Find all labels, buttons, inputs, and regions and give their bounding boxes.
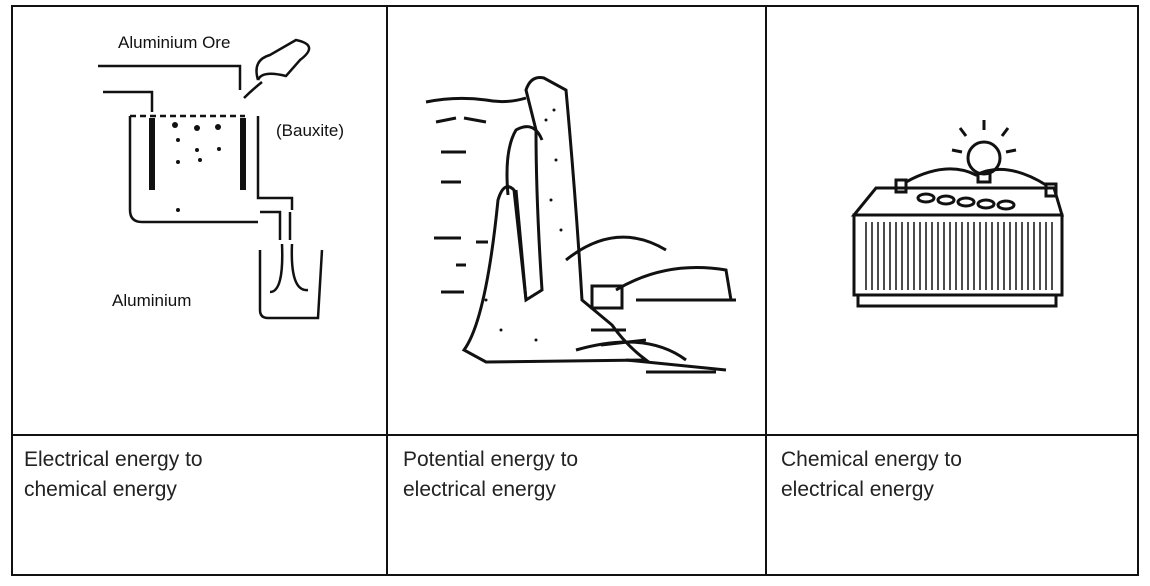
aluminium-ore-label: Aluminium Ore — [118, 33, 230, 52]
caption-line: electrical energy — [781, 478, 934, 501]
caption-chemical-to-electrical: Chemical energy to electrical energy — [781, 445, 962, 505]
caption-line: Potential energy to — [403, 448, 579, 471]
aluminium-label: Aluminium — [112, 291, 191, 310]
caption-line: chemical energy — [24, 478, 177, 501]
caption-line: electrical energy — [403, 478, 556, 501]
bauxite-label: (Bauxite) — [276, 121, 344, 140]
energy-conversion-table — [11, 5, 1139, 576]
caption-line: Chemical energy to — [781, 448, 962, 471]
row-divider — [13, 434, 1137, 436]
electrolysis-illustration: Aluminium Ore (Bauxite) Aluminium — [98, 33, 344, 320]
caption-potential-to-electrical: Potential energy to electrical energy — [403, 445, 578, 505]
hydroelectric-dam-illustration — [425, 76, 736, 374]
caption-line: Electrical energy to — [24, 448, 203, 471]
caption-electrical-to-chemical: Electrical energy to chemical energy — [24, 445, 203, 505]
battery-bulb-illustration — [850, 120, 1065, 308]
column-divider — [765, 7, 767, 574]
column-divider — [386, 7, 388, 574]
